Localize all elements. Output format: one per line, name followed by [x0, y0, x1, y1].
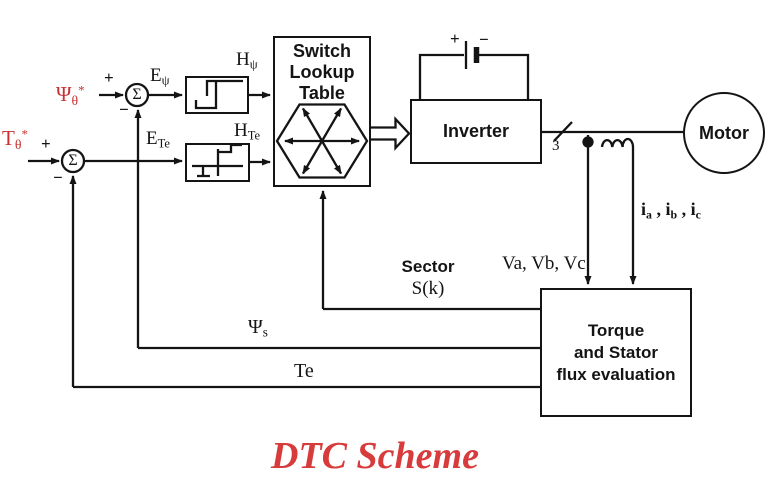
- battery-symbol: [418, 41, 530, 99]
- sector-label-line1: Sector: [401, 257, 455, 276]
- torque-feedback-label: Te: [294, 360, 314, 382]
- flux-hys-output-label: Hψ: [236, 49, 258, 72]
- battery-plus-sign: +: [450, 29, 460, 48]
- currents-label: ia , ib , ic: [641, 199, 701, 222]
- stator-flux-label: Ψs: [248, 316, 268, 340]
- lookup-label-line3: Table: [299, 83, 345, 103]
- switch-lookup-table-block: Switch Lookup Table: [273, 36, 371, 187]
- flux-plus-sign: +: [104, 68, 114, 87]
- torque-eval-label-line3: flux evaluation: [556, 364, 676, 384]
- lookup-label-line1: Switch: [292, 41, 351, 61]
- sector-label-line2: S(k): [411, 277, 445, 299]
- inverter-block: Inverter: [410, 99, 542, 164]
- sector-label: Sector S(k): [383, 258, 473, 299]
- hollow-arrow: [371, 116, 411, 151]
- motor-label: Motor: [699, 122, 749, 143]
- voltages-label: Va, Vb, Vc: [502, 253, 586, 274]
- torque-hysteresis-block: [185, 143, 250, 182]
- junction-dot: [582, 136, 594, 148]
- torque-hys-output-label: HTe: [234, 120, 261, 143]
- torque-flux-evaluation-block: Torque and Stator flux evaluation: [540, 288, 692, 417]
- torque-eval-label-line2: and Stator: [573, 342, 659, 362]
- flux-minus-sign: −: [119, 100, 129, 119]
- flux-hysteresis-block: [185, 76, 249, 114]
- torque-plus-sign: +: [41, 134, 51, 153]
- torque-eval-label-line1: Torque: [587, 320, 645, 340]
- motor-block: Motor: [683, 92, 765, 174]
- flux-error-label: Eψ: [150, 65, 170, 88]
- torque-error-label: ETe: [146, 128, 170, 151]
- current-sensor-coil-icon: [600, 137, 635, 148]
- torque-reference-label: Tθ*: [2, 126, 28, 152]
- torque-sum-sigma: Σ: [68, 152, 78, 169]
- flux-reference-label: Ψθ*: [56, 82, 85, 108]
- inverter-label: Inverter: [442, 121, 510, 141]
- torque-minus-sign: −: [53, 168, 63, 187]
- battery-minus-sign: −: [479, 30, 489, 49]
- diagram-title: DTC Scheme: [271, 435, 479, 477]
- flux-sum-sigma: Σ: [132, 86, 142, 103]
- phase-count-label: 3: [552, 138, 560, 154]
- lookup-label-line2: Lookup: [289, 62, 355, 82]
